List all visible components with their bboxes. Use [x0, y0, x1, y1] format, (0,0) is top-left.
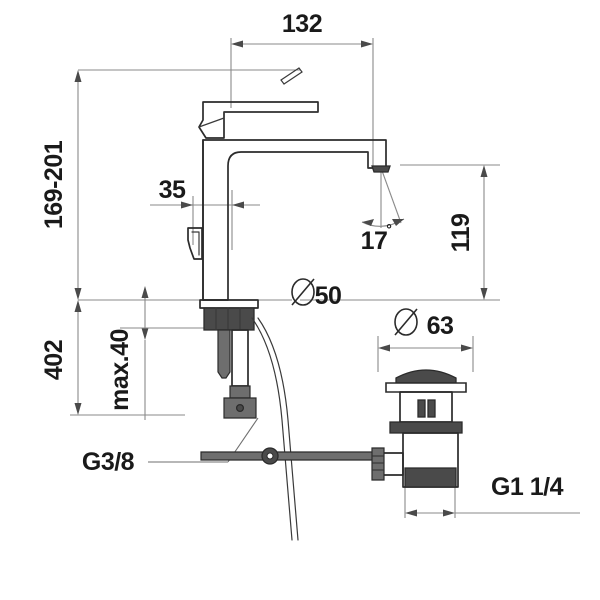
- dim-outlet-height: [300, 164, 500, 301]
- handle-highlight-mark: [280, 67, 303, 85]
- waste-stopper-dome: [395, 369, 457, 384]
- waste-pullrod-nut: [371, 447, 385, 481]
- label-base-diameter: 50: [315, 282, 342, 310]
- diameter-symbol-50-icon: [291, 278, 315, 306]
- dim-overall-height-range: [74, 70, 82, 300]
- dimension-labels: 132 169-201 35 119 17 ° 402 max.40 50 63…: [40, 10, 564, 501]
- waste-lower-ring: [389, 421, 463, 434]
- label-spray-angle: 17: [361, 227, 388, 255]
- diameter-symbols: [291, 278, 418, 336]
- dim-spout-reach: [230, 38, 374, 168]
- diameter-symbol-63-icon: [394, 308, 418, 336]
- dim-max-deck-thickness: [120, 286, 215, 420]
- dim-spray-angle-lines: [361, 167, 405, 228]
- basin-mixer-body: [187, 67, 391, 541]
- label-spray-angle-degree-symbol: °: [386, 221, 392, 237]
- mixer-lever-handle: [198, 101, 319, 139]
- waste-stopper-body: [399, 391, 453, 423]
- waste-flange-ring: [385, 382, 467, 393]
- mixer-base-shank: [203, 307, 255, 331]
- label-waste-flange-diameter: 63: [427, 312, 454, 340]
- mixer-base-flange: [199, 299, 259, 309]
- mixer-spout-arm: [202, 139, 387, 301]
- body-side-notch: [187, 227, 203, 260]
- waste-pullrod-nut-ribs: [372, 455, 384, 471]
- label-handle-clearance: 35: [159, 176, 186, 204]
- supply-hose-outer: [251, 317, 293, 541]
- label-spout-reach: 132: [282, 10, 322, 38]
- pullrod-linkage-bar: [200, 451, 381, 461]
- waste-slot-left: [417, 399, 426, 418]
- supply-hose-inner: [257, 317, 299, 541]
- label-overall-height-range: 169-201: [40, 140, 68, 229]
- waste-threaded-tail: [404, 467, 457, 488]
- supply-tail-collar: [229, 385, 251, 399]
- supply-tail-pipe: [231, 329, 249, 387]
- label-outlet-height: 119: [447, 214, 475, 253]
- label-total-height: 402: [40, 340, 68, 380]
- lever-handle-bevel: [198, 117, 225, 128]
- label-waste-thread: G1 1/4: [491, 473, 564, 501]
- mounting-bolt: [217, 329, 231, 379]
- dim-waste-flange-diameter: [377, 336, 474, 372]
- spout-aerator: [371, 165, 391, 173]
- body-side-notch-inner: [191, 231, 200, 256]
- dimension-network: [70, 38, 580, 518]
- label-supply-thread: G3/8: [82, 448, 135, 476]
- label-max-deck-thickness: max.40: [106, 329, 134, 411]
- popup-waste-assembly: [371, 369, 467, 488]
- dim-waste-thread: [404, 487, 580, 518]
- connector-nut-hole: [235, 403, 245, 413]
- dim-total-height: [70, 300, 185, 416]
- mixer-shank-detail: [215, 307, 241, 331]
- dim-handle-clearance: [150, 190, 260, 250]
- waste-slot-right: [427, 399, 436, 418]
- pullrod-pivot-hole: [266, 452, 274, 460]
- waste-pullrod-boss: [382, 452, 404, 476]
